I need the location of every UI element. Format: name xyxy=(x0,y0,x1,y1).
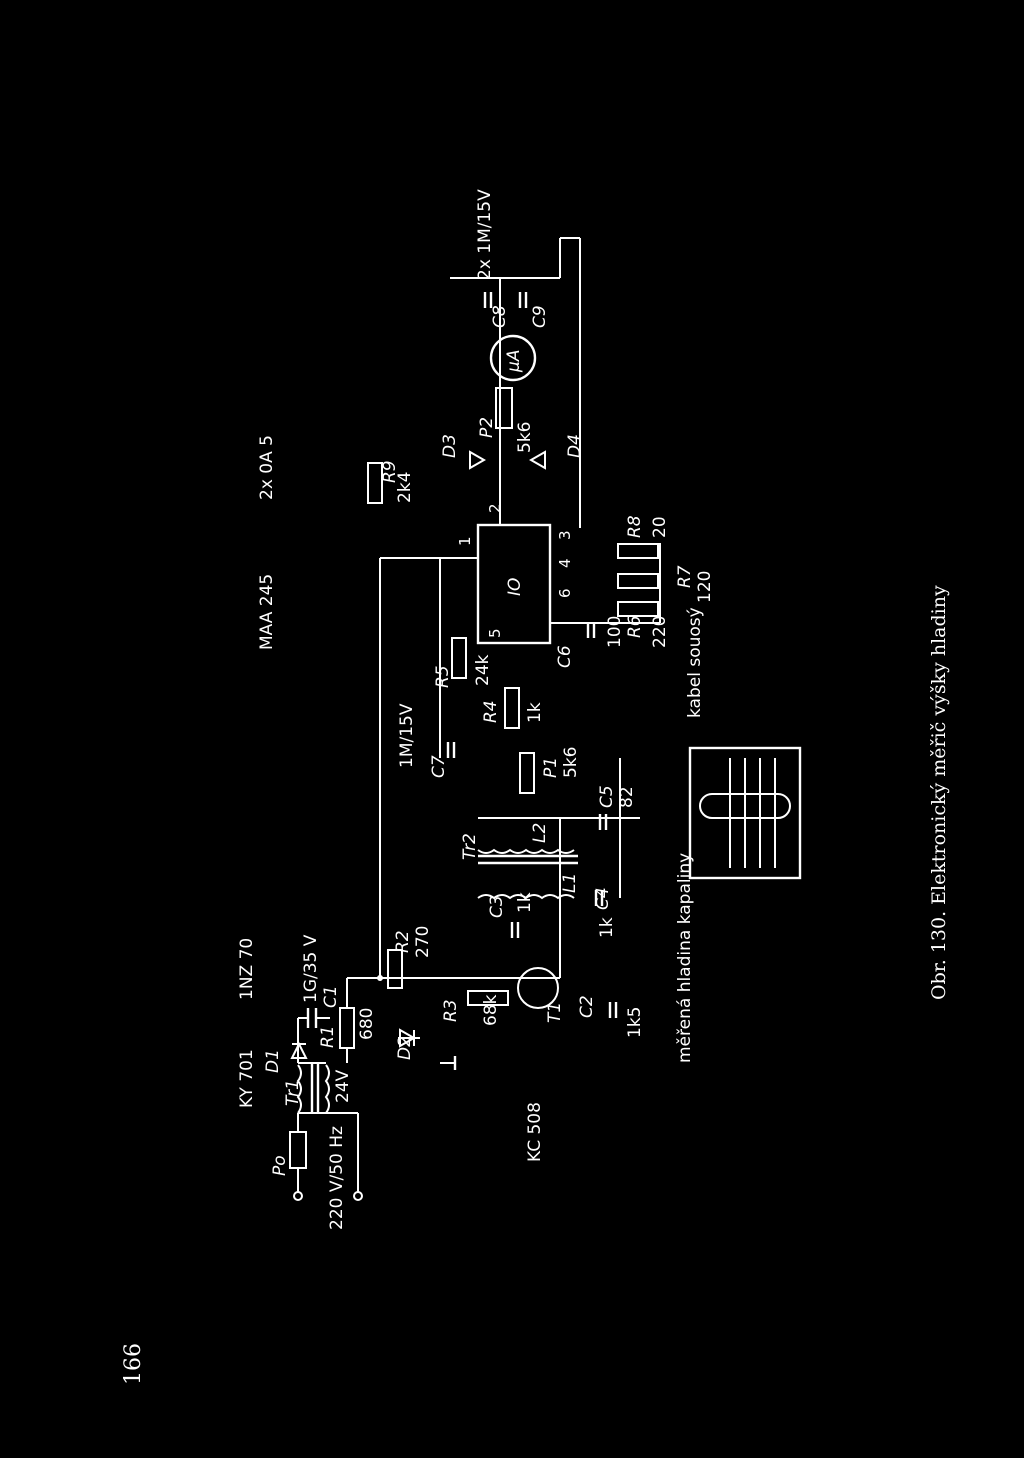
page-number: 166 xyxy=(121,1343,146,1385)
probe-electrode xyxy=(699,793,791,819)
d4-label: D4 xyxy=(565,434,585,458)
c2-value: 1k5 xyxy=(625,1007,645,1038)
pin-3: 3 xyxy=(556,530,574,540)
r3-value: 68k xyxy=(481,994,501,1026)
c5-name: C5 xyxy=(597,785,617,808)
resistor-r5 xyxy=(451,637,467,679)
diode-d3 xyxy=(469,450,487,470)
r8-name: R8 xyxy=(625,515,645,538)
r2-name: R2 xyxy=(393,930,413,953)
r3-name: R3 xyxy=(441,999,461,1022)
t1-label: T1 xyxy=(545,1002,565,1023)
tr1-secondary xyxy=(324,1064,330,1114)
mains-terminal-1 xyxy=(293,1191,303,1201)
resistor-r3 xyxy=(467,990,509,1006)
figure-caption: Obr. 130. Elektronický měřič výšky hladi… xyxy=(928,585,950,1000)
r7-name: R7 xyxy=(675,565,695,588)
c5-value: 82 xyxy=(617,786,637,808)
diode-d1 xyxy=(290,1041,308,1059)
rotated-schematic: KY 701 1NZ 70 MAA 245 2x 0A 5 KC 508 Po … xyxy=(237,189,802,1230)
r9-name: R9 xyxy=(380,460,400,483)
c3-value: 1k xyxy=(515,892,535,913)
c8c9-value: 2x 1M/15V xyxy=(475,189,495,280)
diode-d4 xyxy=(528,450,546,470)
l1-label: L1 xyxy=(560,873,580,893)
secondary-voltage-label: 24V xyxy=(333,1069,353,1103)
p2-value: 5k6 xyxy=(515,422,535,453)
potentiometer-p2 xyxy=(495,387,513,429)
p1-name: P1 xyxy=(541,757,561,778)
tr1-primary xyxy=(296,1064,358,1114)
c1-name: C1 xyxy=(321,985,341,1008)
transistor-t1 xyxy=(517,967,559,1009)
liquid-tank xyxy=(688,746,802,880)
tr1-label: Tr1 xyxy=(283,1079,303,1106)
fuse-label: Po xyxy=(270,1155,290,1176)
coil-l1 xyxy=(477,894,575,900)
mains-terminal-2 xyxy=(353,1191,363,1201)
part-transistor-type: KC 508 xyxy=(525,1102,545,1162)
d2-label: D2 xyxy=(395,1036,415,1060)
r4-value: 1k xyxy=(525,702,545,723)
io-label: IO xyxy=(505,578,525,596)
part-d2-type: 1NZ 70 xyxy=(237,938,257,1000)
l2-label: L2 xyxy=(530,823,550,843)
meter-label: μA xyxy=(504,350,524,373)
c9-name: C9 xyxy=(530,305,550,328)
c6-name: C6 xyxy=(555,645,575,668)
part-d3d4-type: 2x 0A 5 xyxy=(257,435,277,500)
r2-value: 270 xyxy=(413,926,433,958)
c2-name: C2 xyxy=(577,995,597,1018)
p2-name: P2 xyxy=(477,417,497,438)
r4-name: R4 xyxy=(481,700,501,723)
coil-l2 xyxy=(477,848,575,854)
resistor-r4 xyxy=(504,687,520,729)
pin-2: 2 xyxy=(486,503,504,513)
c6-value: 100 xyxy=(605,616,625,648)
part-d1-type: KY 701 xyxy=(237,1049,257,1108)
r5-name: R5 xyxy=(433,665,453,688)
diode-d2 xyxy=(399,1028,417,1048)
c7-value: 1M/15V xyxy=(397,703,417,768)
c4-name: C4 xyxy=(593,887,613,910)
d1-label: D1 xyxy=(263,1049,283,1073)
cable-note: kabel souosý xyxy=(685,607,705,718)
microammeter xyxy=(489,334,537,382)
r5-value: 24k xyxy=(473,654,493,686)
pin-6: 6 xyxy=(556,588,574,598)
tr2-label: Tr2 xyxy=(460,833,480,860)
r6-name: R6 xyxy=(625,615,645,638)
p1-value: 5k6 xyxy=(561,747,581,778)
potentiometer-p1 xyxy=(519,752,535,794)
r1-value: 680 xyxy=(357,1008,377,1040)
resistor-r6 xyxy=(617,601,659,617)
resistor-r8 xyxy=(617,543,659,559)
c3-name: C3 xyxy=(487,895,507,918)
r9-value: 2k4 xyxy=(395,472,415,503)
resistor-r2 xyxy=(387,949,403,989)
c7-name: C7 xyxy=(429,755,449,778)
pin-1: 1 xyxy=(456,536,474,546)
fuse xyxy=(289,1131,307,1169)
ic-io xyxy=(476,523,552,645)
r7-value: 120 xyxy=(695,571,715,603)
resistor-r9 xyxy=(367,462,383,504)
resistor-r1 xyxy=(339,1007,355,1049)
c4-value: 1k xyxy=(597,917,617,938)
pin-5: 5 xyxy=(486,628,504,638)
part-ic-type: MAA 245 xyxy=(257,574,277,650)
mains-voltage-label: 220 V/50 Hz xyxy=(327,1126,347,1230)
c1-value: 1G/35 V xyxy=(301,934,321,1003)
pin-4: 4 xyxy=(556,558,574,568)
r8-value: 20 xyxy=(650,516,670,538)
liquid-note: měřená hladina kapaliny xyxy=(675,853,695,1063)
d3-label: D3 xyxy=(440,434,460,458)
resistor-r7 xyxy=(617,573,659,589)
r1-name: R1 xyxy=(318,1025,338,1048)
